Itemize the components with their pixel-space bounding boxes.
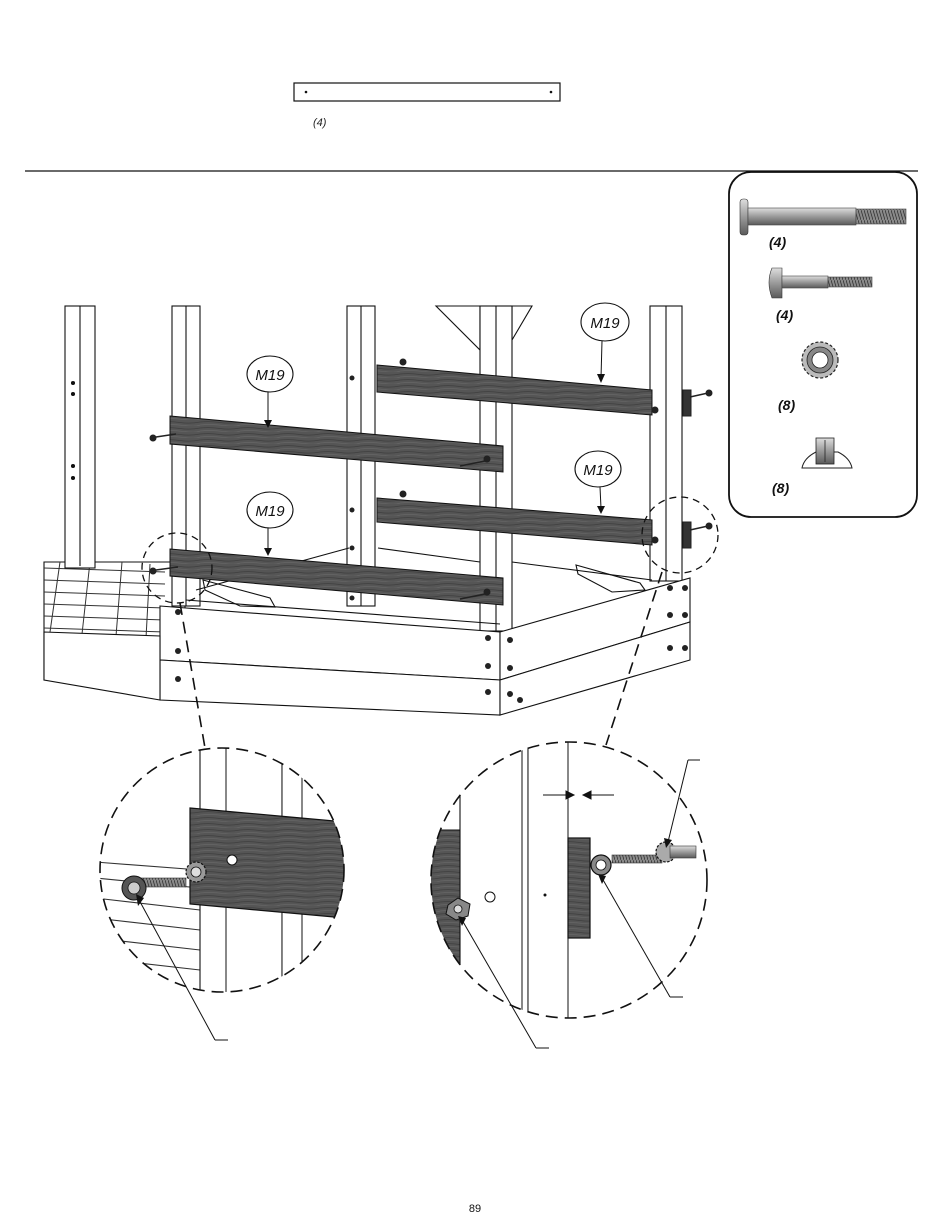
callout-lower-right-label: M19 (583, 462, 613, 479)
callout-upper-left-label: M19 (255, 367, 285, 384)
top-part-qty: (4) (313, 117, 327, 129)
long-bolt-qty: (4) (769, 234, 786, 250)
t-nut-qty: (8) (772, 480, 789, 496)
detail-view-right (430, 740, 710, 1048)
detail-view-left (95, 740, 355, 1040)
top-board-part (294, 83, 560, 101)
short-bolt-qty: (4) (776, 307, 793, 323)
callout-lower-left-label: M19 (255, 503, 285, 520)
callout-upper-right-label: M19 (590, 315, 620, 332)
hardware-box: (4) (4) (8) (8) (729, 172, 917, 517)
lock-washer-qty: (8) (778, 397, 795, 413)
playset-frame (44, 306, 690, 715)
page-number: 89 (0, 1203, 950, 1215)
callout-lower-left (247, 492, 293, 556)
callout-lower-right (575, 451, 621, 514)
lock-washer-icon (802, 342, 838, 378)
